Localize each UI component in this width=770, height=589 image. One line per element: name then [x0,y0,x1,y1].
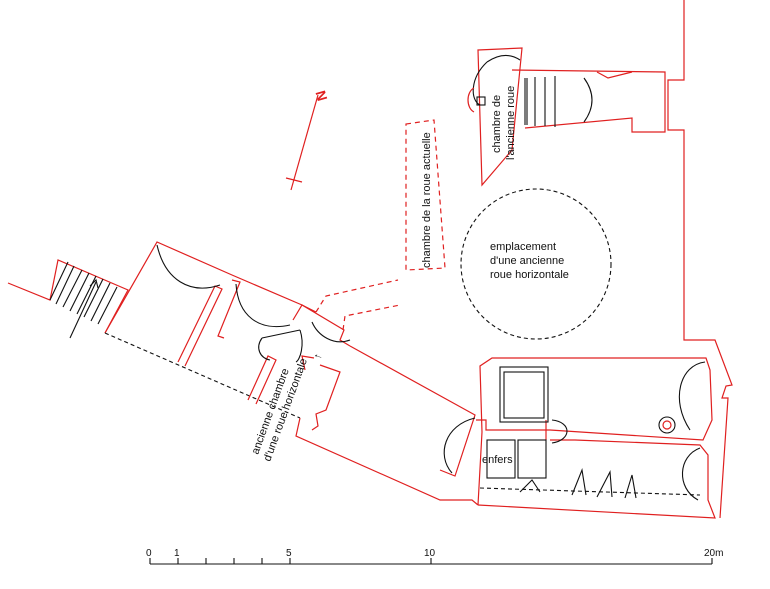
scale-tick-20m: 20m [704,548,723,559]
scale-tick-10: 10 [424,548,436,559]
label-wheel-site-2: d'une ancienne [490,255,564,267]
label-old-wheel-chamber-2: l'ancienne roue [505,86,517,160]
current-wheel-chamber: chambre de la roue actuelle [405,119,446,271]
connector-dashed-2 [342,304,401,331]
scale-tick-1: 1 [174,548,180,559]
scale-bar: 0 1 5 10 20m [146,548,723,565]
connector-dashed [315,279,399,313]
old-wheel-chamber: chambre de l'ancienne roue [467,47,666,187]
lower-wall [295,417,479,506]
lower-dashed-line [104,332,301,419]
label-wheel-site-3: roue horizontale [490,269,569,281]
label-old-chamber-arrow: ↑ [312,352,325,361]
scale-tick-0: 0 [146,548,152,559]
boundary-wall-right [667,0,733,519]
room-right-corridor: ancienne chambre d'une roue horizontale … [250,304,476,477]
label-wheel-site-1: emplacement [490,241,556,253]
stairs [49,261,118,339]
label-old-wheel-chamber-1: chambre de [491,95,503,153]
north-arrow: N [285,89,331,191]
room-middle [217,279,303,405]
boundary-left [7,259,129,334]
room-left [156,244,223,367]
horizontal-wheel-site: emplacement d'une ancienne roue horizont… [460,188,612,340]
scale-tick-5: 5 [286,548,292,559]
bottom-right-building: enfers [476,357,716,519]
label-current-wheel-chamber: chambre de la roue actuelle [421,132,433,268]
label-enfers: enfers [482,454,513,466]
north-label: N [312,89,330,103]
